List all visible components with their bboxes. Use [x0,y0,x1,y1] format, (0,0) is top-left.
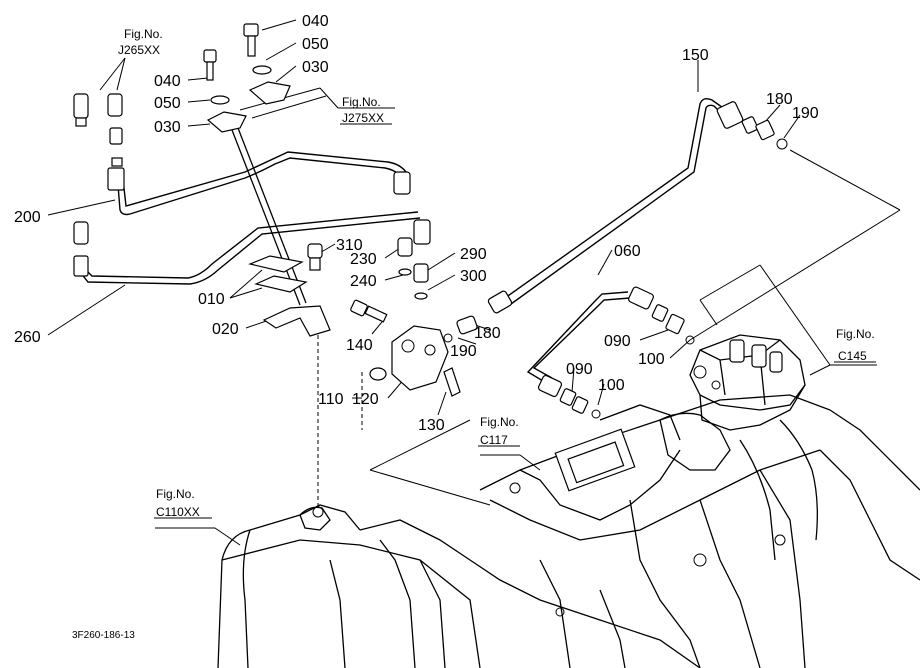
part-label-060: 060 [614,243,641,260]
part-label-300: 300 [460,268,487,285]
fig-ref-j275-title: Fig.No. [342,95,381,109]
fig-ref-j275-code: J275XX [342,111,384,125]
fig-ref-c110-title: Fig.No. [156,487,195,501]
part-label-200: 200 [14,209,41,226]
part-label-180-top: 180 [766,91,793,108]
part-label-030-right: 030 [302,59,329,76]
part-label-030-left: 030 [154,119,181,136]
part-label-100-lower: 100 [598,377,625,394]
engine-block-drawing [217,394,920,668]
part-label-190-mid: 190 [450,343,477,360]
part-label-120: 120 [352,391,379,408]
fig-ref-c145-title: Fig.No. [836,327,875,341]
part-label-050-left: 050 [154,95,181,112]
leader-lines [47,19,901,546]
part-label-180-mid: 180 [474,325,501,342]
part-label-290: 290 [460,246,487,263]
part-label-090-right: 090 [604,333,631,350]
drawing-code: 3F260-186-13 [72,630,135,641]
control-valve-drawing [689,334,806,431]
part-label-190-top: 190 [792,105,819,122]
part-label-010: 010 [198,291,225,308]
fig-ref-j265-title: Fig.No. [124,27,163,41]
part-label-040-left: 040 [154,73,181,90]
fittings [73,23,788,419]
part-label-240: 240 [350,273,377,290]
fig-ref-c117-title: Fig.No. [480,415,519,429]
part-numbers: 040 050 030 040 050 030 150 180 190 200 … [14,13,819,434]
part-label-050-right: 050 [302,36,329,53]
fig-ref-c117-code: C117 [480,433,508,447]
part-label-020: 020 [212,321,239,338]
fig-ref-c110-code: C110XX [156,505,200,519]
part-label-040-right: 040 [302,13,329,30]
fig-ref-j265-code: J265XX [118,43,160,57]
part-label-230: 230 [350,251,377,268]
fig-ref-c145-code: C145 [838,349,867,363]
part-label-260: 260 [14,329,41,346]
figure-references: Fig.No. J265XX Fig.No. J275XX Fig.No. C1… [118,27,876,519]
part-label-110: 110 [318,391,344,408]
hydraulic-pipes [79,97,727,385]
part-label-150: 150 [682,47,709,64]
part-label-310: 310 [336,237,363,254]
part-label-090-lower: 090 [566,361,593,378]
part-label-130: 130 [418,417,445,434]
part-label-140: 140 [346,337,373,354]
part-label-100-right: 100 [638,351,665,368]
